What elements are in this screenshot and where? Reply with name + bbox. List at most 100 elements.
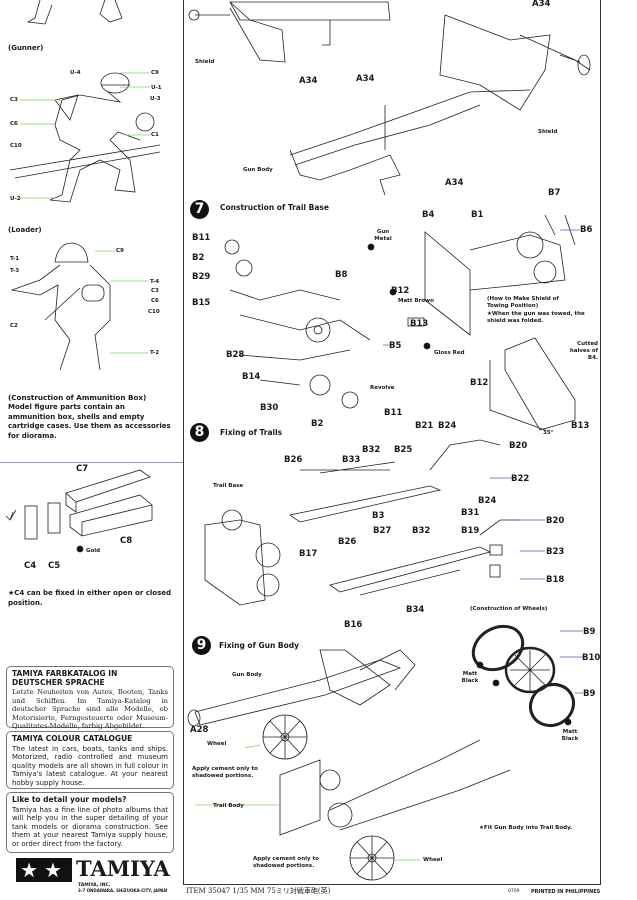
part-label: B32 [412, 526, 431, 536]
part-label: B31 [461, 508, 480, 518]
info-box-german-catalog: TAMIYA FARBKATALOG IN DEUTSCHER SPRACHE … [6, 666, 174, 731]
part-label: B13 [410, 319, 429, 329]
ammo-box-note: ★C4 can be fixed in either open or close… [8, 589, 172, 607]
ammo-box-text: Model figure parts contain an ammunition… [8, 403, 171, 440]
step-7-title: Construction of Trail Base [220, 203, 329, 212]
part-label: B5 [389, 341, 402, 351]
step-9-badge: 9 [192, 636, 211, 655]
step8-trails-illustration [204, 439, 520, 606]
gunner-label-c1: C1 [151, 132, 159, 138]
info-box-text: Tamiya has a fine line of photo albums t… [12, 805, 168, 848]
part-label: B17 [299, 549, 318, 559]
paint-label: Matt Black [461, 671, 479, 684]
leader-lines [20, 72, 583, 861]
loader-label-c10: C10 [148, 309, 160, 315]
footer-printed: PRINTED IN PHILIPPINES [531, 889, 601, 895]
star-logo-icon: ★★ [16, 858, 72, 882]
ammo-box-illustration [5, 469, 153, 553]
part-label: B22 [511, 474, 530, 484]
revolve-label: Revolve [370, 385, 395, 391]
part-label: B2 [311, 419, 324, 429]
part-label: B10 [582, 653, 601, 663]
label-a34: A34 [299, 76, 318, 86]
part-label: B24 [438, 421, 457, 431]
step-8-badge: 8 [190, 423, 209, 442]
part-label: B4 [422, 210, 435, 220]
step9-gun-illustration [187, 649, 511, 881]
ammo-label-c7: C7 [76, 464, 89, 474]
cement-note: Apply cement only to shadowed portions. [253, 856, 319, 869]
part-label: B12 [470, 378, 489, 388]
logo-address: 3-7 ONDAWARA, SHIZUOKA-CITY, JAPAN [78, 888, 168, 893]
part-label: B25 [394, 445, 413, 455]
info-box-title: TAMIYA COLOUR CATALOGUE [12, 734, 133, 743]
ammo-box-title: (Construction of Ammunition Box) [8, 393, 147, 402]
footer-item: ITEM 35047 1/35 MM 75ミリ対戦車砲(英) [186, 887, 331, 895]
cutted-note: Cutted halves of B4. [569, 341, 598, 361]
logo-company: TAMIYA, INC. [78, 883, 111, 888]
trail-base-label: Trail Base [213, 483, 244, 489]
gunner-illustration [9, 72, 161, 203]
top-gun-shield-illustration [188, 1, 591, 196]
part-label: B23 [546, 547, 565, 557]
part-label: B26 [284, 455, 303, 465]
part-label: B32 [362, 445, 381, 455]
column-divider [183, 0, 184, 885]
gunner-label-u3: U-3 [150, 96, 161, 102]
loader-label-c9: C9 [116, 248, 124, 254]
info-box-title: TAMIYA FARBKATALOG IN DEUTSCHER SPRACHE [12, 669, 118, 687]
gunner-title: (Gunner) [8, 44, 44, 52]
ammo-paint-gold: Gold [86, 548, 101, 554]
part-label: B19 [461, 526, 480, 536]
info-box-detail-models: Like to detail your models? Tamiya has a… [6, 792, 174, 853]
gunner-label-u2: U-2 [10, 196, 21, 202]
wheel-label: Wheel [423, 857, 443, 863]
towing-note-title: (How to Make Shield of Towing Position) [487, 296, 559, 309]
loader-label-t4: T-4 [150, 279, 160, 285]
part-label: B20 [509, 441, 528, 451]
step-7-badge: 7 [190, 200, 209, 219]
figure-feet-illustration [26, 0, 123, 25]
part-label: B24 [478, 496, 497, 506]
part-label: B8 [335, 270, 348, 280]
ammo-divider [0, 462, 183, 463]
part-label: B34 [406, 605, 425, 615]
footer-code: 0709 [508, 889, 520, 894]
step7-parts-illustration [224, 214, 576, 431]
info-box-text: Letzte Neuheiten von Autos, Booten, Tank… [12, 688, 168, 731]
loader-label-c6: C6 [151, 298, 159, 304]
part-label: B9 [583, 627, 596, 637]
label-shield: Shield [195, 59, 215, 65]
label-gun-body: Gun Body [243, 167, 273, 173]
part-label: B27 [373, 526, 392, 536]
loader-illustration [10, 242, 111, 371]
gunner-label-c10: C10 [10, 143, 22, 149]
loader-label-t3: T-3 [10, 268, 20, 274]
part-label: B11 [192, 233, 211, 243]
part-label: B33 [342, 455, 361, 465]
part-label: B20 [546, 516, 565, 526]
part-label: B30 [260, 403, 279, 413]
trail-body-label: Trail Body [213, 803, 244, 809]
label-a34: A34 [445, 178, 464, 188]
label-a34: A34 [356, 74, 375, 84]
part-label: B14 [242, 372, 261, 382]
towing-note-text: ★When the gun was towed, the shield was … [487, 311, 585, 324]
gunner-label-c3: C3 [10, 97, 18, 103]
part-label: B3 [372, 511, 385, 521]
part-label: B7 [548, 188, 561, 198]
part-label: B26 [338, 537, 357, 547]
loader-title: (Loader) [8, 226, 42, 234]
info-box-title: Like to detail your models? [12, 795, 127, 804]
right-border [600, 0, 601, 885]
tamiya-logo: ★★ TAMIYA TAMIYA, INC. 3-7 ONDAWARA, SHI… [16, 857, 176, 894]
gunner-label-c9: C9 [151, 70, 159, 76]
loader-label-c3: C3 [151, 288, 159, 294]
part-label: B9 [583, 689, 596, 699]
part-label: B6 [580, 225, 593, 235]
part-label: B1 [471, 210, 484, 220]
ammo-label-c4: C4 [24, 561, 37, 571]
part-label: B29 [192, 272, 211, 282]
paint-label: Matt Black [561, 729, 579, 742]
